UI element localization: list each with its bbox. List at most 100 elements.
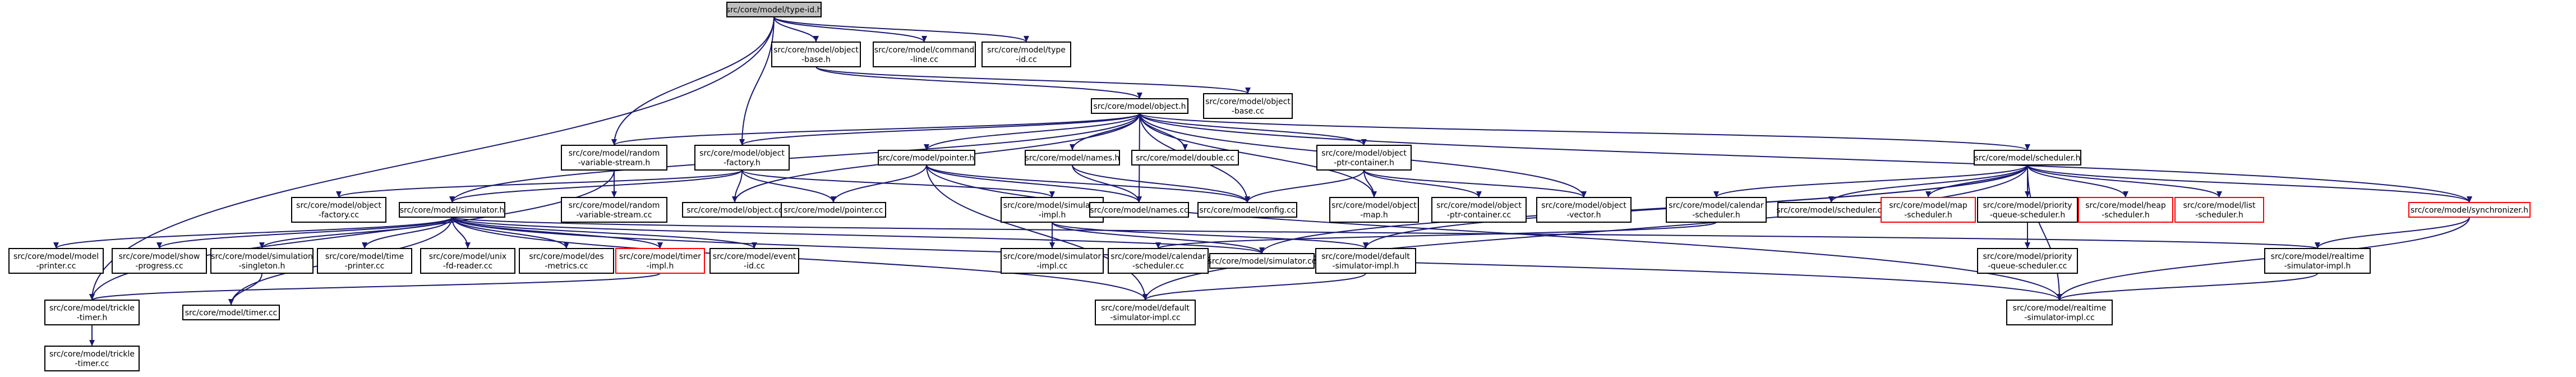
node-src-core-model-names-cc[interactable]: src/core/model/names.cc [1089,202,1189,218]
node-label: src/core/model/trickle [49,304,135,313]
node-src-core-model-list-scheduler-h[interactable]: src/core/model/list-scheduler.h [2174,197,2264,223]
node-label: -printer.cc [36,262,76,271]
node-src-core-model-synchronizer-h[interactable]: src/core/model/synchronizer.h [2408,202,2531,218]
node-box [1315,248,1416,274]
node-label: -base.cc [1232,107,1264,116]
node-box [1089,202,1189,218]
node-src-core-model-simulator-h[interactable]: src/core/model/simulator.h [399,202,505,218]
edge-arrow [773,16,927,43]
edge-arrow [1142,273,1366,301]
node-src-core-model-show-progress-cc[interactable]: src/core/model/show-progress.cc [112,248,207,274]
edge-arrow [2057,273,2318,301]
node-box [1001,248,1104,274]
node-label: -map.h [1360,211,1388,220]
node-label: src/core/model/scheduler.h [1974,154,2080,163]
node-src-core-model-object-factory-cc[interactable]: src/core/model/object-factory.cc [291,197,386,223]
node-box [771,42,861,67]
node-src-core-model-simulator-impl-h[interactable]: src/core/model/simulator-impl.h [1001,197,1104,223]
node-src-core-model-object-map-h[interactable]: src/core/model/object-map.h [1329,197,1419,223]
node-src-core-model-config-cc[interactable]: src/core/model/config.cc [1197,202,1297,218]
node-src-core-model-trickle-timer-h[interactable]: src/core/model/trickle-timer.h [44,300,140,325]
node-label: src/core/model/object [296,201,381,210]
node-src-core-model-object-ptr-container-h[interactable]: src/core/model/object-ptr-container.h [1316,145,1412,171]
node-box [682,202,787,218]
edge-arrow [926,164,1250,203]
node-src-core-model-object-base-h[interactable]: src/core/model/object-base.h [771,42,861,67]
node-src-core-model-simulator-impl-cc[interactable]: src/core/model/simulator-impl.cc [1001,248,1104,274]
node-label: src/core/model/object [699,149,785,158]
node-src-core-model-priority-queue-scheduler-cc[interactable]: src/core/model/priority-queue-scheduler.… [1977,248,2078,274]
node-label: -timer.h [77,314,107,323]
node-src-core-model-pointer-cc[interactable]: src/core/model/pointer.cc [781,202,886,218]
node-label: -impl.h [647,262,674,271]
node-src-core-model-map-scheduler-h[interactable]: src/core/model/map-scheduler.h [1881,197,1976,223]
node-box [2006,300,2113,325]
edge-arrow [611,16,775,146]
node-src-core-model-time-printer-cc[interactable]: src/core/model/time-printer.cc [317,248,412,274]
node-src-core-model-realtime-simulator-impl-h[interactable]: src/core/model/realtime-simulator-impl.h [2264,248,2371,274]
edge-arrow [89,16,775,301]
node-box [1095,300,1196,325]
node-src-core-model-object-cc[interactable]: src/core/model/object.cc [682,202,787,218]
node-src-core-model-type-id-cc[interactable]: src/core/model/type-id.cc [981,42,1071,67]
node-src-core-model-realtime-simulator-impl-cc[interactable]: src/core/model/realtime-simulator-impl.c… [2006,300,2113,325]
edge-arrow [926,164,1142,203]
node-src-core-model-command-line-cc[interactable]: src/core/model/command-line.cc [873,42,976,67]
node-src-core-model-pointer-h[interactable]: src/core/model/pointer.h [878,150,975,165]
node-src-core-model-priority-queue-scheduler-h[interactable]: src/core/model/priority-queue-scheduler.… [1977,197,2078,223]
node-src-core-model-trickle-timer-cc[interactable]: src/core/model/trickle-timer.cc [44,346,140,371]
node-label: src/core/model/model [13,252,99,261]
edge-arrow [741,169,1055,198]
edge-arrow [1139,113,2030,151]
node-label: src/core/model/list [2183,201,2256,210]
node-label: -queue-scheduler.cc [1988,262,2067,271]
node-src-core-model-scheduler-h[interactable]: src/core/model/scheduler.h [1974,150,2081,165]
node-src-core-model-object-factory-h[interactable]: src/core/model/object-factory.h [694,145,790,171]
node-src-core-model-des-metrics-cc[interactable]: src/core/model/des-metrics.cc [519,248,614,274]
node-src-core-model-random-variable-stream-cc[interactable]: src/core/model/random-variable-stream.cc [561,197,667,223]
node-label: src/core/model/default [1321,252,1410,261]
node-label: -singleton.h [239,262,285,271]
node-src-core-model-object-ptr-container-cc[interactable]: src/core/model/object-ptr-container.cc [1431,197,1527,223]
node-box [1197,202,1297,218]
node-src-core-model-calendar-scheduler-h[interactable]: src/core/model/calendar-scheduler.h [1666,197,1767,223]
node-layer: src/core/model/type-id.h src/core/model/o… [8,2,2531,371]
node-label: -simulator-impl.cc [1110,314,1180,323]
node-src-core-model-calendar-scheduler-cc[interactable]: src/core/model/calendar-scheduler.cc [1108,248,1209,274]
node-src-core-model-simulator-cc[interactable]: src/core/model/simulator.cc [1208,253,1316,269]
node-src-core-model-names-h[interactable]: src/core/model/names.h [1025,150,1120,165]
edge-arrow [2027,164,2062,301]
node-src-core-model-heap-scheduler-h[interactable]: src/core/model/heap-scheduler.h [2078,197,2173,223]
node-label: src/core/model/trickle [49,350,135,359]
node-src-core-model-default-simulator-impl-h[interactable]: src/core/model/default-simulator-impl.h [1315,248,1416,274]
node-src-core-model-object-h[interactable]: src/core/model/object.h [1091,98,1188,114]
node-label: -scheduler.cc [1132,262,1184,271]
node-src-core-model-simulation-singleton-h[interactable]: src/core/model/simulation-singleton.h [210,248,314,274]
edge-arrow [451,217,569,249]
node-src-core-model-unix-fd-reader-cc[interactable]: src/core/model/unix-fd-reader.cc [420,248,515,274]
node-src-core-model-event-id-cc[interactable]: src/core/model/event-id.cc [709,248,799,274]
node-src-core-model-default-simulator-impl-cc[interactable]: src/core/model/default-simulator-impl.cc [1095,300,1196,325]
node-src-core-model-scheduler-cc[interactable]: src/core/model/scheduler.cc [1776,202,1886,218]
node-src-core-model-random-variable-stream-h[interactable]: src/core/model/random-variable-stream.h [561,145,667,171]
node-src-core-model-type-id-h[interactable]: src/core/model/type-id.h [726,2,822,17]
node-label: -line.cc [910,56,938,65]
node-label: src/core/model/object [1205,98,1291,107]
edge-arrow [1363,169,1377,198]
node-box [878,150,975,165]
node-label: -impl.cc [1036,262,1067,271]
node-label: -timer.cc [75,360,109,369]
node-src-core-model-double-cc[interactable]: src/core/model/double.cc [1131,150,1239,165]
node-src-core-model-model-printer-cc[interactable]: src/core/model/model-printer.cc [8,248,104,274]
node-label: src/core/model/object.h [1094,102,1186,111]
node-label: src/core/model/command [874,46,974,55]
node-src-core-model-timer-impl-h[interactable]: src/core/model/timer-impl.h [615,248,705,274]
node-src-core-model-object-vector-h[interactable]: src/core/model/object-vector.h [1536,197,1632,223]
node-label: src/core/model/names.cc [1090,206,1188,215]
node-src-core-model-timer-cc[interactable]: src/core/model/timer.cc [182,305,280,320]
node-src-core-model-object-base-cc[interactable]: src/core/model/object-base.cc [1203,93,1293,119]
node-box [1977,197,2078,223]
edge-arrow [1052,222,1368,249]
node-label: src/core/model/show [119,252,200,261]
